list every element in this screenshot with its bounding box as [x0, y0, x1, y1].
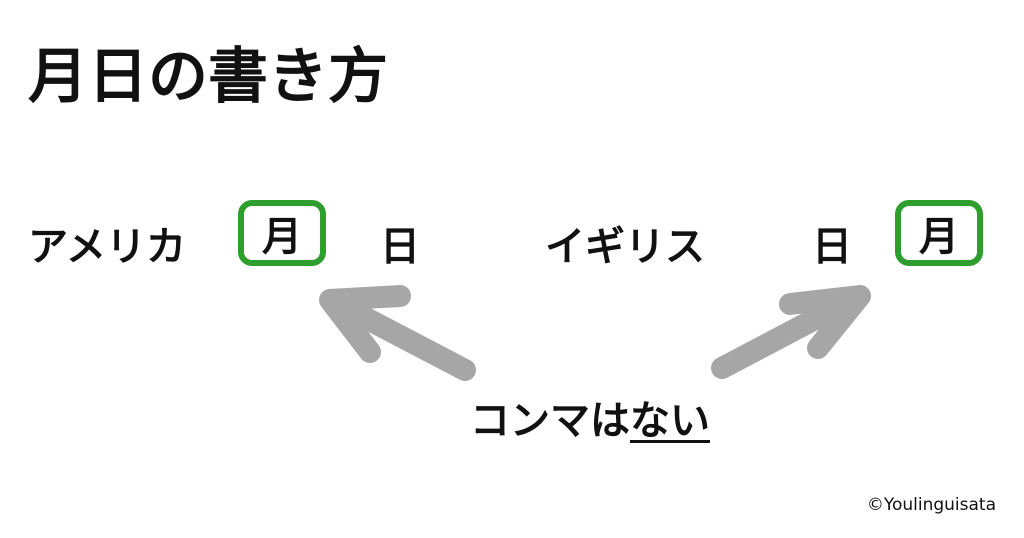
arrow-left — [319, 285, 476, 381]
note-underlined: ない — [630, 398, 710, 444]
note-plain: コンマは — [470, 398, 630, 444]
uk-second: 月 — [919, 214, 959, 260]
copyright-credit: ©Youlinguisata — [866, 495, 996, 515]
usa-label: アメリカ — [28, 224, 186, 270]
page-title: 月日の書き方 — [28, 42, 388, 112]
no-comma-note: コンマはない — [470, 388, 710, 446]
usa-first: 月 — [262, 214, 302, 260]
uk-label: イギリス — [545, 224, 705, 270]
usa-second: 日 — [380, 224, 420, 270]
usa-month-highlight: 月 — [238, 200, 326, 266]
arrow-right — [711, 285, 871, 379]
uk-month-highlight: 月 — [895, 200, 983, 266]
uk-first: 日 — [812, 224, 852, 270]
